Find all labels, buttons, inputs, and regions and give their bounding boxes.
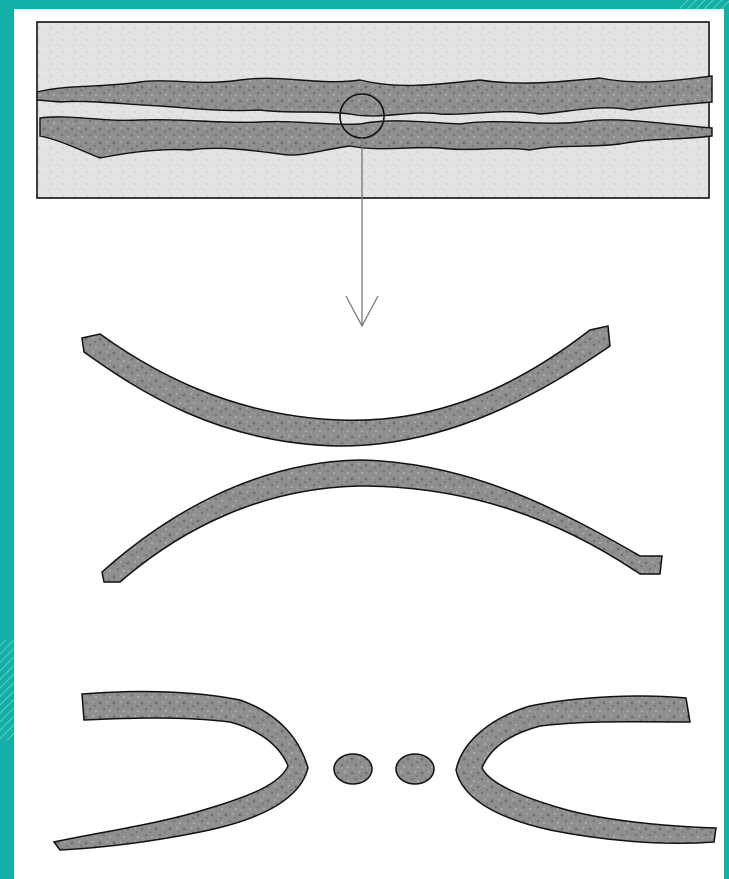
side-hatch xyxy=(0,640,14,740)
right-fragment xyxy=(456,696,716,843)
pinched-blob-left xyxy=(334,754,372,784)
upper-arc xyxy=(82,326,610,446)
pinch-off-breakup-stage xyxy=(54,692,716,850)
left-fragment xyxy=(54,692,308,850)
lower-arc xyxy=(102,460,662,582)
source-layer-block xyxy=(37,22,712,198)
corner-hatch xyxy=(680,0,729,9)
neck-necking-stage xyxy=(82,326,662,582)
pinched-blob-right xyxy=(396,754,434,784)
